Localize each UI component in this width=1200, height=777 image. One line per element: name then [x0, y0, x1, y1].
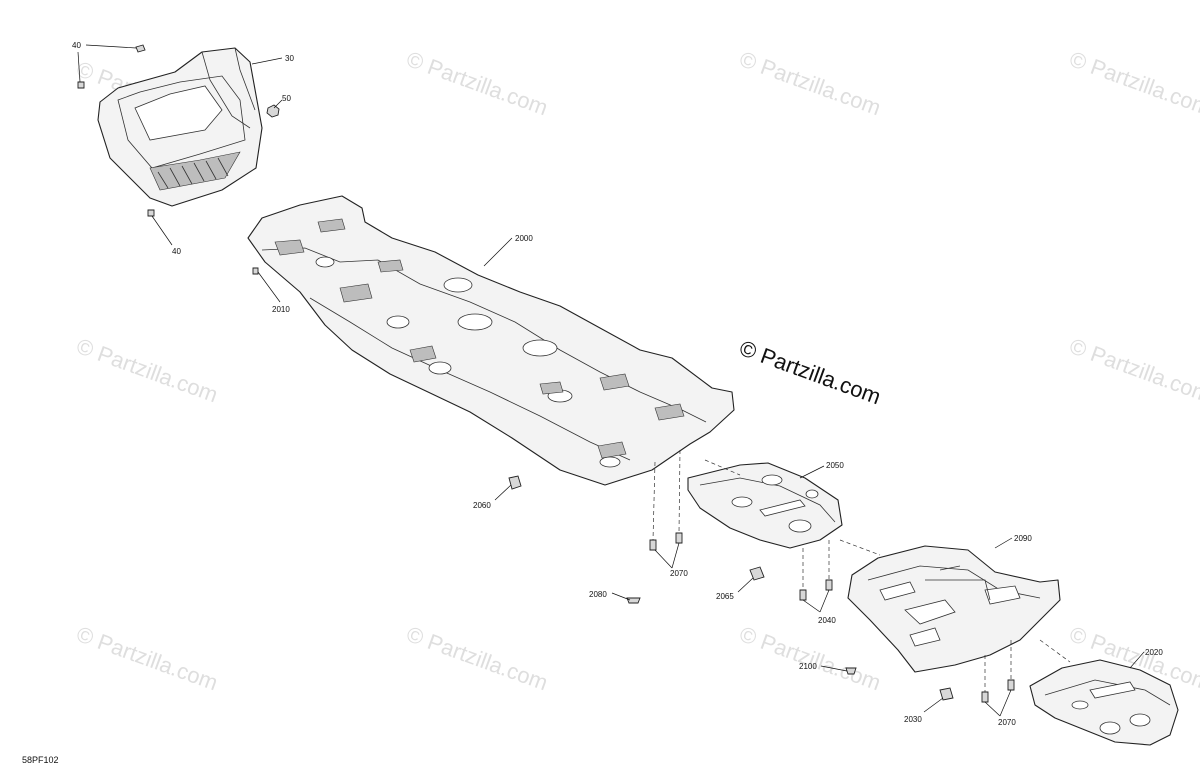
watermark-bg: © Partzilla.com — [1066, 333, 1200, 407]
watermark-bg: © Partzilla.com — [403, 621, 551, 695]
alignment-lines — [652, 449, 1071, 692]
watermark-bg: © Partzilla.com — [736, 46, 884, 120]
callout-2065: 2065 — [716, 592, 734, 601]
screw-icon[interactable] — [135, 44, 146, 53]
callout-2060: 2060 — [473, 501, 491, 510]
callout-2000: 2000 — [515, 234, 533, 243]
screw-icon[interactable] — [252, 267, 259, 275]
rivet-icon[interactable] — [845, 667, 857, 675]
callout-2010: 2010 — [272, 305, 290, 314]
callout-40: 40 — [172, 247, 181, 256]
screw-icon[interactable] — [77, 81, 85, 89]
bolt-icon[interactable] — [1007, 679, 1015, 691]
callout-labels: 40 30 50 40 2000 2010 2050 2060 2070 208… — [72, 41, 1163, 727]
callout-50: 50 — [282, 94, 291, 103]
callout-2070: 2070 — [998, 718, 1016, 727]
callout-40: 40 — [72, 41, 81, 50]
watermark-main: © Partzilla.com — [736, 335, 884, 409]
bolt-icon[interactable] — [649, 539, 657, 551]
callout-30: 30 — [285, 54, 294, 63]
callout-2020: 2020 — [1145, 648, 1163, 657]
middle-skid-plate-part[interactable] — [687, 462, 843, 549]
clip-icon[interactable] — [749, 566, 765, 581]
callout-2070: 2070 — [670, 569, 688, 578]
bolt-icon[interactable] — [981, 691, 989, 703]
front-protector-part[interactable] — [97, 47, 263, 207]
main-skid-plate-part[interactable] — [247, 195, 735, 486]
watermark-bg: © Partzilla.com — [73, 621, 221, 695]
bolt-icon[interactable] — [825, 579, 833, 591]
nut-icon[interactable] — [266, 104, 280, 118]
clip-icon[interactable] — [939, 687, 954, 701]
diagram-code: 58PF102 — [22, 755, 59, 765]
watermark-bg: © Partzilla.com — [403, 46, 551, 120]
callout-2100: 2100 — [799, 662, 817, 671]
callout-2090: 2090 — [1014, 534, 1032, 543]
watermark-bg: © Partzilla.com — [736, 621, 884, 695]
clip-icon[interactable] — [508, 475, 522, 490]
rear-end-plate-part[interactable] — [1029, 659, 1179, 746]
callout-2030: 2030 — [904, 715, 922, 724]
callout-2040: 2040 — [818, 616, 836, 625]
watermark-bg: © Partzilla.com — [73, 333, 221, 407]
callout-2050: 2050 — [826, 461, 844, 470]
rivet-icon[interactable] — [626, 597, 641, 604]
watermark-bg: © Partzilla.com — [1066, 46, 1200, 120]
bolt-icon[interactable] — [799, 589, 807, 601]
bolt-icon[interactable] — [675, 532, 683, 544]
front-hardware — [77, 44, 280, 217]
screw-icon[interactable] — [147, 209, 155, 217]
hardware-parts — [252, 267, 1015, 703]
callout-2080: 2080 — [589, 590, 607, 599]
rear-skid-plate-part[interactable] — [847, 545, 1061, 673]
leader-lines — [77, 44, 1145, 717]
